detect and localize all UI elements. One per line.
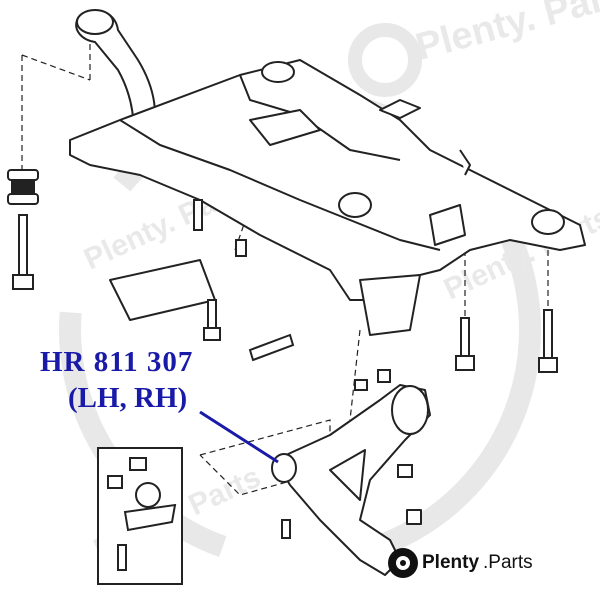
subframe — [69, 59, 586, 336]
mount-bolts — [193, 199, 558, 539]
callout-leader-line — [199, 410, 279, 464]
brand-logo: Plenty.Parts — [388, 548, 533, 578]
brand-name: Plenty — [422, 552, 480, 573]
plenty-logo-icon — [388, 548, 418, 578]
mount-bolt-left — [12, 214, 34, 290]
part-number-label: HR 811 307 — [40, 346, 194, 378]
lower-control-arm — [271, 384, 431, 576]
bushing — [7, 169, 39, 205]
ball-joint-inset — [97, 447, 183, 585]
side-label: (LH, RH) — [68, 382, 188, 414]
svg-text:Plenty. Parts: Plenty. Parts — [411, 0, 600, 69]
brand-tld: .Parts — [483, 552, 533, 573]
